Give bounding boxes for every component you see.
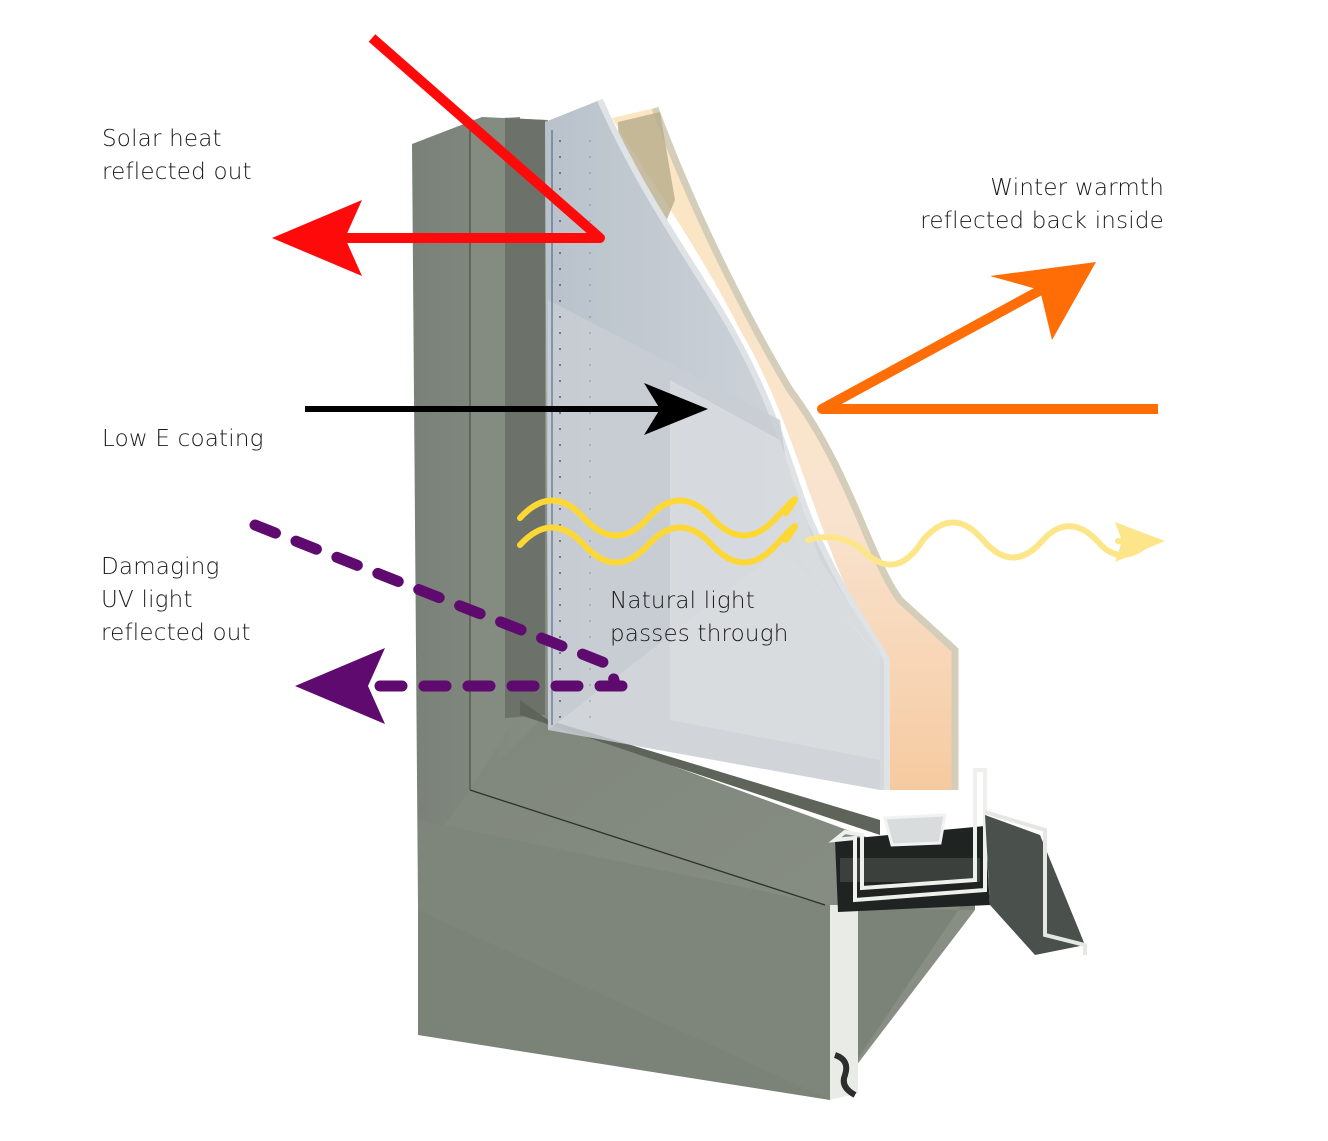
solar-heat-label-line-1: Solar heat	[102, 126, 222, 152]
natural-light-wave	[517, 496, 1165, 568]
frame-profile-outline	[828, 768, 987, 903]
glazing-bead	[520, 700, 880, 835]
winter-warmth-arrow	[817, 262, 1158, 414]
natural-light-label-line-1: Natural light	[610, 588, 755, 614]
solar-heat-label: Solar heat reflected out	[102, 123, 252, 189]
frame-rear-flange	[985, 815, 1085, 955]
window-frame	[412, 117, 1087, 1100]
winter-warmth-label-line-1: Winter warmth	[990, 175, 1164, 201]
winter-warmth-label-line-2: reflected back inside	[920, 208, 1164, 234]
low-e-coating-label-line-1: Low E coating	[102, 426, 264, 452]
frame-drip-groove	[833, 1052, 857, 1098]
spacer-bar	[883, 813, 947, 847]
natural-light-label-line-2: passes through	[610, 621, 789, 647]
inner-glass-pane	[612, 108, 955, 790]
low-e-pointer-arrow	[305, 383, 708, 435]
frame-rail-seam	[469, 789, 826, 906]
glass-light-area	[670, 380, 880, 760]
low-e-coating-label: Low E coating	[102, 423, 264, 456]
uv-light-label-line-2: UV light	[101, 587, 193, 613]
solar-heat-label-line-2: reflected out	[102, 159, 252, 185]
natural-light-label: Natural light passes through	[610, 585, 788, 651]
uv-light-label: Damaging UV light reflected out	[101, 551, 251, 650]
uv-light-label-line-3: reflected out	[101, 620, 251, 646]
solar-heat-arrow	[272, 34, 605, 276]
frame-bottom-face	[418, 820, 830, 1100]
uv-light-label-line-1: Damaging	[101, 554, 220, 580]
uv-arrow	[249, 519, 631, 724]
frame-stile-groove	[505, 118, 545, 718]
frame-rear-flange-edge	[984, 810, 1087, 955]
frame-profile-end	[830, 905, 858, 1100]
winter-warmth-label: Winter warmth reflected back inside	[860, 172, 1164, 238]
